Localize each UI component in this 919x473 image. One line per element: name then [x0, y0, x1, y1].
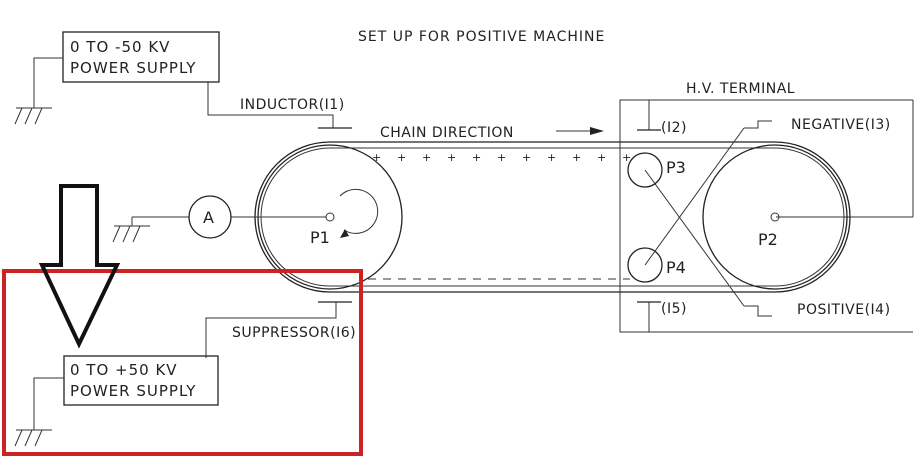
negative-power-supply: 0 TO -50 KV POWER SUPPLY [14, 31, 334, 128]
charge-sign: + [597, 151, 606, 164]
charge-marks: + + + + + + + + + + + [372, 151, 631, 164]
positive-supply-line2: POWER SUPPLY [70, 382, 196, 400]
down-arrow-icon [38, 184, 121, 349]
pulley-p3-label: P3 [666, 158, 686, 177]
ammeter-icon [188, 195, 232, 239]
pulley-p2 [702, 144, 848, 290]
i5-label: (I5) [661, 301, 687, 317]
pulley-p1-label: P1 [310, 228, 330, 247]
ammeter-circuit: A [112, 195, 326, 243]
pulley-p3 [627, 152, 663, 188]
inductor-label: INDUCTOR(I1) [240, 97, 345, 113]
positive-supply-line1: 0 TO +50 KV [70, 361, 178, 379]
i2-label: (I2) [661, 120, 687, 136]
pulley-p2-label: P2 [758, 230, 778, 249]
chain-direction-label: CHAIN DIRECTION [380, 125, 514, 141]
charge-sign: + [522, 151, 531, 164]
negative-label: NEGATIVE(I3) [791, 117, 891, 133]
cross-connections [644, 120, 772, 317]
positive-label: POSITIVE(I4) [797, 302, 891, 318]
hv-terminal-box [619, 99, 914, 333]
suppressor-label: SUPPRESSOR(I6) [232, 325, 356, 341]
diagram-title: SET UP FOR POSITIVE MACHINE [358, 29, 605, 45]
charge-sign: + [472, 151, 481, 164]
hv-terminal-label: H.V. TERMINAL [686, 81, 795, 97]
pulley-p4-label: P4 [666, 258, 686, 277]
highlight-frame [2, 269, 363, 456]
chain-belt [254, 141, 851, 293]
charge-sign: + [397, 151, 406, 164]
charge-sign: + [372, 151, 381, 164]
charge-sign: + [547, 151, 556, 164]
positive-power-supply: 0 TO +50 KV POWER SUPPLY [14, 355, 219, 447]
charge-sign: + [497, 151, 506, 164]
charge-sign: + [422, 151, 431, 164]
charge-sign: + [622, 151, 631, 164]
suppressor-plate [205, 301, 352, 358]
chain-direction-arrow [556, 127, 604, 135]
charge-sign: + [447, 151, 456, 164]
pulley-p4 [627, 247, 663, 283]
negative-supply-line1: 0 TO -50 KV [70, 38, 170, 56]
charge-sign: + [572, 151, 581, 164]
ammeter-label: A [203, 208, 214, 227]
negative-supply-line2: POWER SUPPLY [70, 59, 196, 77]
